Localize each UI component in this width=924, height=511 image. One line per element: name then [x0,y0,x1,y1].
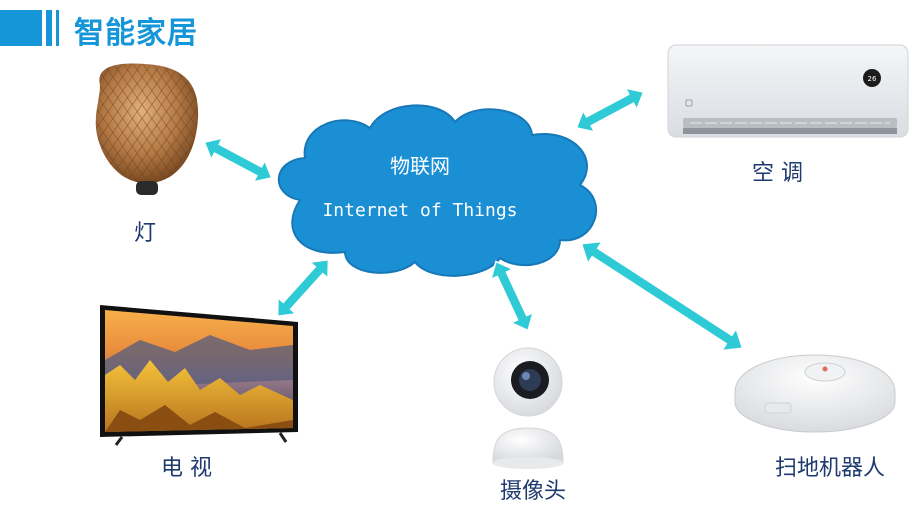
arrow-ac-cloud [575,87,645,133]
arrow-robot-cloud [580,240,744,352]
arrow-tv-cloud [276,258,330,318]
air-conditioner-image: 26 [667,44,909,138]
title-accent-block [0,10,42,46]
lamp-label: 灯 [134,221,157,246]
cloud-label-en: Internet of Things [322,200,518,221]
title-accent-stripe [46,10,52,46]
ac-label: 空 调 [752,161,803,186]
title-accent-stripe-thin [56,10,59,46]
svg-text:26: 26 [868,75,877,83]
arrow-lamp-cloud [203,137,273,183]
camera-image [492,347,564,469]
cloud-label-cn: 物联网 [390,154,450,178]
camera-label: 摄像头 [500,479,567,504]
iot-cloud [277,104,598,277]
robot-vacuum-image [734,354,896,433]
lamp-image [95,63,199,195]
tv-label: 电 视 [161,456,212,481]
arrow-camera-cloud [489,260,535,332]
robot-vacuum-label: 扫地机器人 [775,456,886,481]
tv-image [100,305,298,446]
page-title: 智能家居 [74,16,198,51]
title-bar: 智能家居 [0,10,300,51]
